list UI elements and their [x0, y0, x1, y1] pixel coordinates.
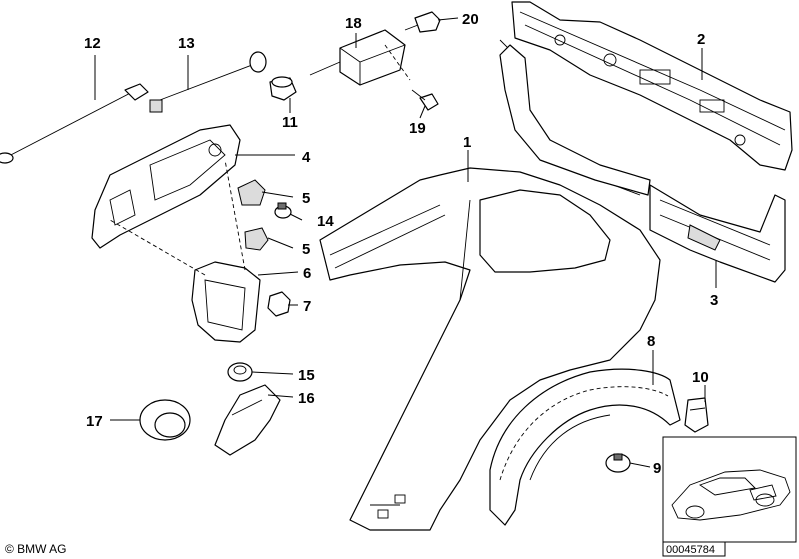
grommet-17-part	[139, 399, 191, 441]
callout-18: 18	[345, 15, 362, 32]
screw-11-part	[269, 76, 297, 101]
callout-1: 1	[463, 134, 471, 151]
callout-14: 14	[317, 213, 334, 230]
callout-2: 2	[697, 31, 705, 48]
cable-12-part	[0, 83, 149, 164]
callout-12: 12	[84, 35, 101, 52]
bolt-19-part	[411, 89, 439, 111]
copyright-text: © BMW AG	[5, 542, 67, 556]
buffer-upper-part	[237, 179, 266, 206]
callout-19: 19	[409, 120, 426, 137]
callout-labels: 1 2 3 4 5 5 6 7 8 9 10 11 12 13 14 15 16…	[84, 11, 718, 477]
buffer-lower-part	[244, 227, 269, 251]
clip-9-part	[605, 453, 631, 473]
cable-13-part	[149, 51, 267, 113]
lower-rear-panel-part	[649, 184, 786, 283]
car-side-view-icon	[671, 469, 791, 521]
callout-20: 20	[462, 11, 479, 28]
callout-9: 9	[653, 460, 661, 477]
thumbnail-box: 00045784	[662, 436, 797, 557]
side-panel-part	[319, 39, 661, 531]
leader-lines	[94, 17, 717, 468]
callout-17: 17	[86, 413, 103, 430]
rear-panel-part	[511, 1, 793, 171]
grommet-15-part	[227, 362, 253, 382]
drawing-number: 00045784	[666, 544, 715, 556]
callout-6: 6	[303, 265, 311, 282]
fuel-flap-housing-part	[91, 124, 241, 249]
callout-16: 16	[298, 390, 315, 407]
callout-7: 7	[303, 298, 311, 315]
callout-8: 8	[647, 333, 655, 350]
wheel-arch-liner-part	[489, 368, 681, 526]
callout-15: 15	[298, 367, 315, 384]
callout-13: 13	[178, 35, 195, 52]
filler-bracket-part	[109, 159, 261, 343]
callout-5a: 5	[302, 190, 310, 207]
callout-10: 10	[692, 369, 709, 386]
callout-5b: 5	[302, 241, 310, 258]
hose-16-part	[214, 384, 281, 456]
plug-10-part	[684, 397, 709, 433]
actuator-18-part	[309, 29, 411, 86]
callout-4: 4	[302, 149, 311, 166]
callout-11: 11	[282, 114, 298, 131]
connector-20-part	[404, 11, 441, 33]
clip-part	[267, 291, 291, 317]
screw-14-part	[274, 202, 292, 219]
callout-3: 3	[710, 292, 718, 309]
